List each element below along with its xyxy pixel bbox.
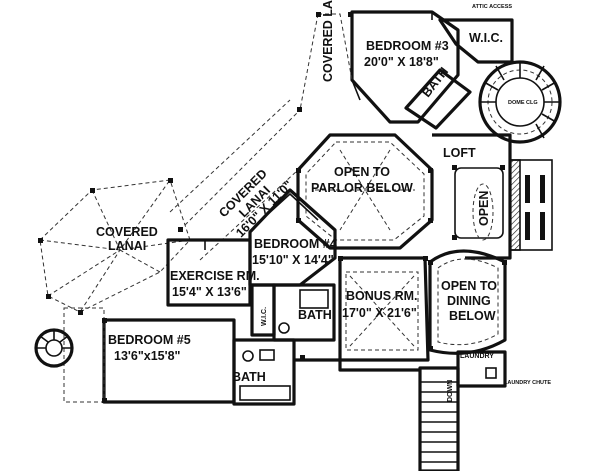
loft-label: LOFT [443,146,476,160]
bath-bottom [232,338,296,406]
bedroom-4-title: BEDROOM #4 [254,237,337,251]
wic-mid-label: W.I.C. [261,307,268,326]
open-to-dining-line-3: BELOW [449,309,496,323]
laundry-chute-label: LAUNDRY CHUTE [504,380,551,386]
laundry-room [456,350,507,388]
bonus-room [338,256,430,362]
down-label: DOWN [447,380,454,402]
bath-top-walls [404,68,472,130]
exercise-room [166,238,252,307]
bedroom-3-walls [350,10,460,124]
open-to-dining-line-1: OPEN TO [441,279,497,293]
covered-lanai-vertical-label: COVERED LANAI [321,0,335,82]
covered-lanai-middle [169,99,302,261]
bedroom-5-title: BEDROOM #5 [108,333,191,347]
bath-mid-label: BATH [298,308,332,322]
open-to-dining [428,249,507,355]
open-to-dining-line-2: DINING [447,294,491,308]
covered-lanai-left-line-1: COVERED [96,225,158,239]
bath-top-label: BATH [419,65,451,100]
covered-lanai-top-strip [299,12,353,111]
laundry-label: LAUNDRY [460,353,494,360]
dome-clg-label: DOME CLG [508,100,538,106]
open-to-parlor-line-1: OPEN TO [334,165,390,179]
spiral-stair-top [478,60,562,144]
covered-lanai-left-line-2: LANAI [108,239,146,253]
bedroom-3-title: BEDROOM #3 [366,39,449,53]
bath-bottom-label: BATH [232,370,266,384]
stair-down [418,366,460,471]
right-balcony [509,159,553,251]
open-to-parlor-octagon [296,133,434,250]
bedroom-4-dims: 15'10" X 14'4" [252,253,334,267]
spiral-stair-bottom [34,328,74,368]
exercise-room-title: EXERCISE RM. [170,269,260,283]
attic-access-label: ATTIC ACCESS [472,4,512,10]
wic-top-walls [438,18,514,64]
bedroom-3-dims: 20'0" X 18'8" [364,55,439,69]
exercise-room-dims: 15'4" X 13'6" [172,285,247,299]
bonus-room-title: BONUS RM. [346,289,418,303]
bonus-room-dims: 17'0" X 21'6" [342,306,417,320]
open-side-label: OPEN [477,191,491,226]
open-to-parlor-line-2: PARLOR BELOW [311,181,413,195]
bath-mid [272,283,336,342]
bedroom-5-dims: 13'6"x15'8" [114,349,181,363]
wic-top-label: W.I.C. [469,31,503,45]
hall-corridor [294,355,420,372]
